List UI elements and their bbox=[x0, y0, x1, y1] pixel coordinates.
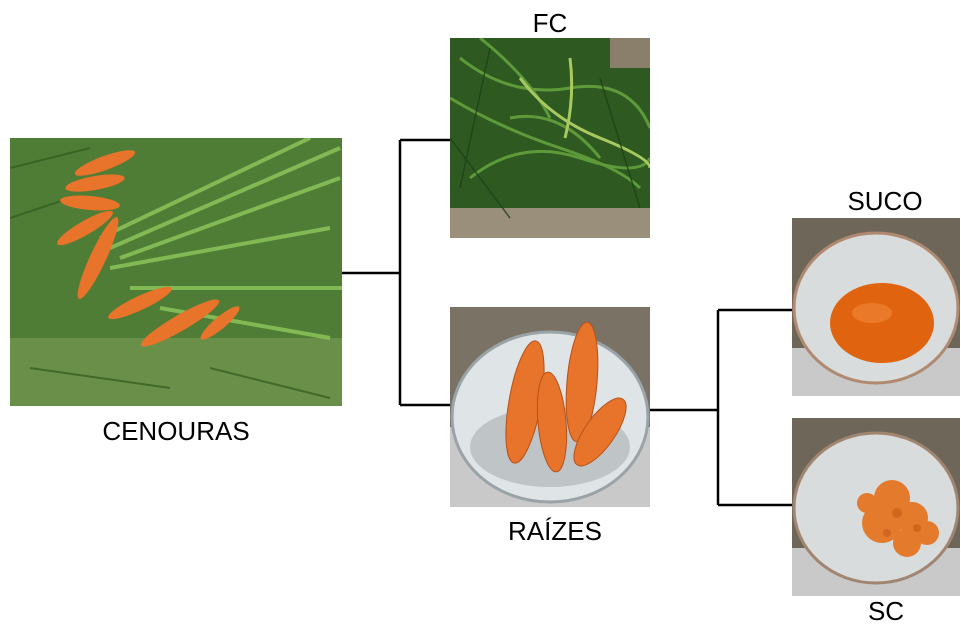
juice-bowl-photo bbox=[792, 218, 960, 396]
cenouras-label: CENOURAS bbox=[66, 416, 286, 447]
sc-label: SC bbox=[836, 596, 936, 627]
carrot-roots-bowl-photo bbox=[450, 307, 650, 507]
carrot-leaves-photo bbox=[450, 38, 650, 238]
suco-label: SUCO bbox=[810, 186, 960, 217]
raizes-label: RAÍZES bbox=[470, 516, 640, 547]
fc-label: FC bbox=[500, 8, 600, 39]
pulp-bowl-photo bbox=[792, 418, 960, 596]
carrot-bunch-photo bbox=[10, 138, 342, 406]
